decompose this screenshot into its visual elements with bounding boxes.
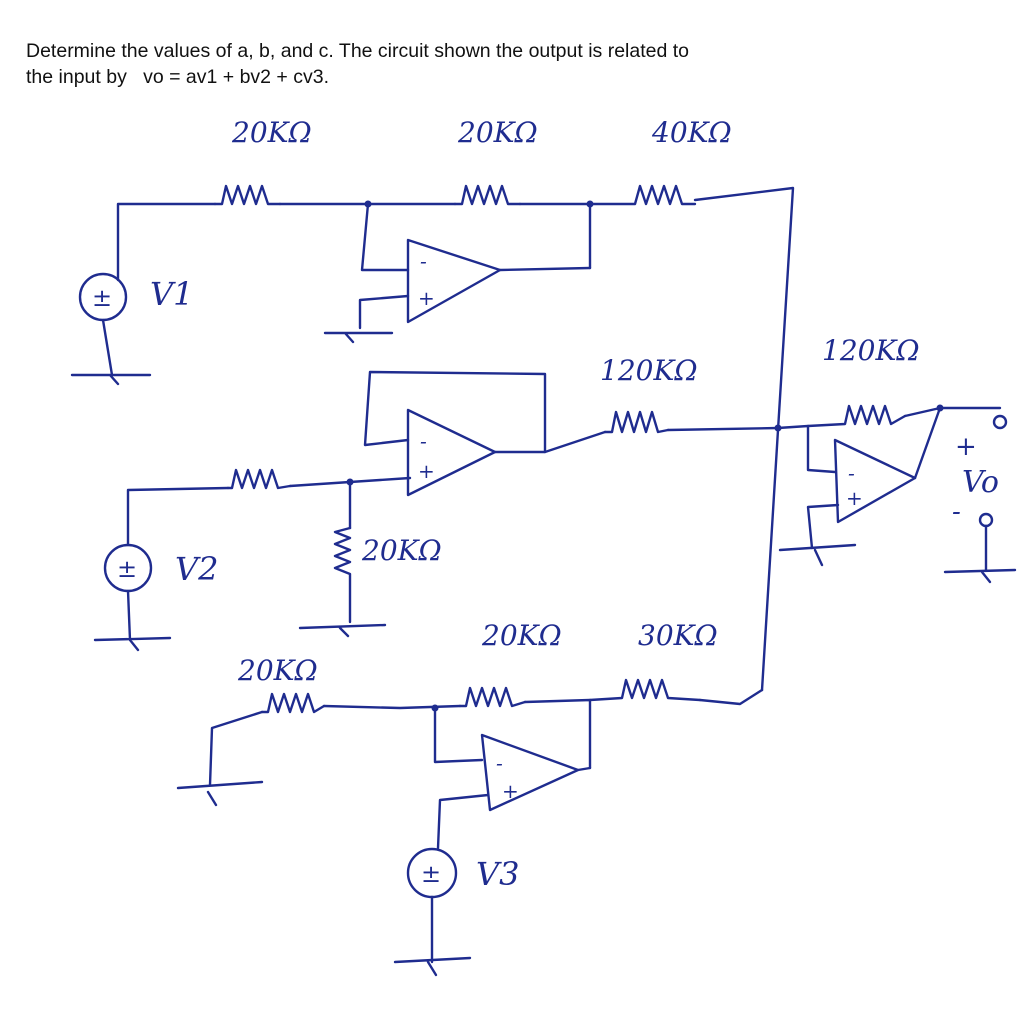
wire-output-inv-input: [776, 424, 837, 474]
wire-stage1-output: [498, 266, 592, 272]
wire-stage3-output: [576, 766, 592, 772]
ground-v3: [393, 956, 472, 977]
label-r-sum3: 30KΩ: [638, 619, 718, 652]
wire-stage3-inv-input: [433, 706, 484, 764]
resistor-r-sum1: [588, 184, 697, 206]
ground-v2: [93, 636, 172, 652]
label-r-f3: 20KΩ: [481, 619, 562, 652]
problem-statement: Determine the values of a, b, and c. The…: [26, 38, 986, 90]
ground-stage1: [323, 331, 394, 344]
wire-summing-bus: [693, 186, 795, 692]
opamp-2-minus: -: [420, 429, 427, 453]
resistor-r-gnd2: [333, 526, 352, 624]
opamp-1: [406, 238, 502, 324]
resistor-r-in1: [213, 184, 282, 206]
resistor-r-f1: [453, 184, 522, 206]
wire-v1-top: [116, 202, 217, 282]
wire-stage3-ground-leg: [208, 710, 264, 787]
vo-minus-sign: -: [952, 497, 961, 527]
resistor-r-sum2: [603, 410, 670, 434]
wire-stage3-node: [322, 704, 462, 710]
opamp-2: [406, 408, 497, 497]
opamp-2-plus: +: [418, 459, 435, 483]
opamp-1-minus: -: [420, 249, 427, 273]
opamp-1-plus: +: [418, 286, 435, 310]
wire-stage1-noninv-input: [358, 294, 410, 330]
source-v3-label: V3: [476, 855, 519, 893]
terminal-vo-plus: [992, 414, 1008, 430]
label-r-sum2: 120KΩ: [600, 354, 698, 387]
label-r-f-out: 120KΩ: [822, 334, 920, 367]
vo-label: Vo: [962, 465, 999, 500]
stage-2: - + ± V2 120KΩ 20KΩ: [93, 354, 782, 652]
wire-stage2-output: [493, 430, 607, 454]
problem-line-2: the input by vo = av1 + bv2 + cv3.: [26, 64, 986, 90]
stage-3: - + ± V3 20KΩ 20KΩ 30KΩ: [176, 619, 764, 977]
opamp-3-plus: +: [502, 779, 519, 803]
wire-output-noninv: [806, 503, 840, 550]
stage-1: - + ± V1 20KΩ 20KΩ 40KΩ: [70, 116, 795, 692]
wire-to-bus-3: [698, 688, 764, 706]
label-r-in1: 20KΩ: [231, 116, 312, 149]
problem-line-1: Determine the values of a, b, and c. The…: [26, 40, 690, 62]
opamp-out: [833, 438, 917, 524]
ground-vo: [943, 568, 1017, 584]
wire-output-opamp: [913, 406, 942, 480]
resistor-r-f-out: [806, 404, 907, 428]
wire-stage1-inv-input: [360, 202, 410, 272]
resistor-r-f3: [458, 686, 527, 708]
output-stage: - + + Vo - 120KΩ: [776, 334, 1017, 584]
source-v2-label: V2: [175, 550, 218, 588]
source-v1-polarity: ±: [92, 284, 112, 312]
source-v2-polarity: ±: [117, 555, 137, 583]
output-equation: vo = av1 + bv2 + cv3.: [143, 66, 330, 88]
source-v3-polarity: ±: [421, 860, 441, 888]
problem-line-2-prefix: the input by: [26, 66, 133, 88]
wire-follower-feedback: [363, 370, 547, 454]
wire-to-summing-node: [666, 426, 780, 432]
label-r-f1: 20KΩ: [457, 116, 538, 149]
ground-stage2: [298, 623, 387, 638]
label-r-gnd2: 20KΩ: [361, 534, 442, 567]
ground-stage3: [176, 780, 264, 807]
opamp-out-plus: +: [846, 486, 863, 510]
ground-v1: [70, 373, 152, 386]
label-r-g3: 20KΩ: [237, 654, 318, 687]
wire-feedback1-top: [518, 202, 592, 270]
opamp-3: [480, 733, 580, 812]
wire-v1-ground: [101, 318, 114, 377]
wire-v3-to-noninv: [436, 793, 490, 850]
wire-v2-ground: [126, 589, 132, 642]
resistor-r-in2: [226, 468, 292, 490]
vo-plus-sign: +: [955, 432, 977, 462]
terminal-vo-minus: [978, 512, 994, 528]
resistor-r-g3: [260, 692, 326, 714]
opamp-out-minus: -: [848, 461, 855, 485]
label-r-sum1: 40KΩ: [651, 116, 732, 149]
resistor-r-sum3: [588, 678, 702, 702]
source-v1-label: V1: [150, 275, 193, 313]
wire-stage3-feedback: [523, 698, 592, 770]
wire-v2-top: [126, 486, 230, 547]
ground-output-opamp: [778, 543, 857, 567]
wire-output-feedback: [903, 406, 1002, 418]
opamp-3-minus: -: [496, 751, 503, 775]
